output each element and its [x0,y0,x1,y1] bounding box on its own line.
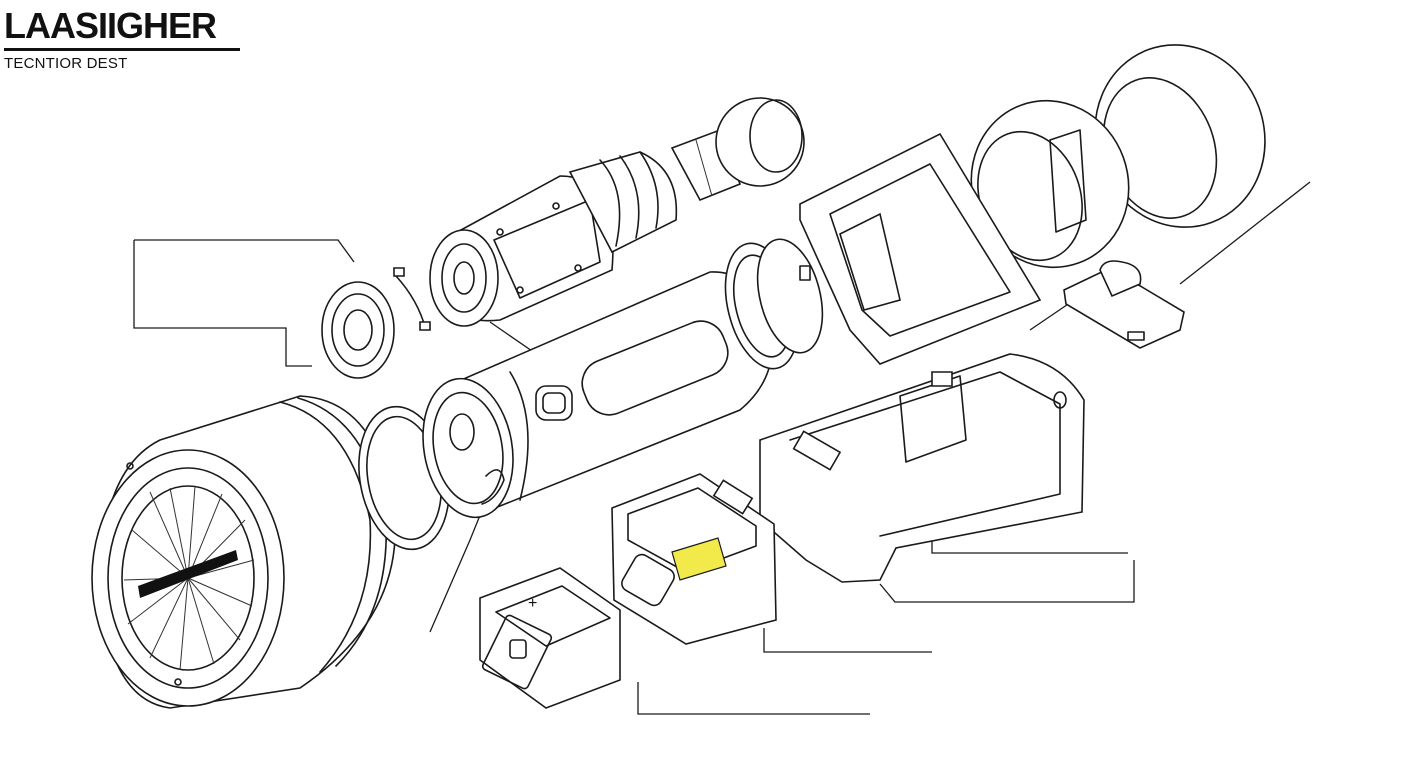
contact-cap [672,98,804,200]
driver-spring-ribs [570,152,676,252]
head-bezel-assembly [92,396,395,708]
tail-cap-assembly [714,232,834,376]
diagram-title: LAASIIGHER [4,5,217,46]
battery-plus-mark: + [528,595,537,612]
cell-yellow-contact [672,538,726,580]
frame-window [840,214,900,310]
housing-shell [760,354,1084,582]
leader-line-top-left [134,240,354,262]
battery-pack: + [480,568,620,708]
contact-cap-shell [716,98,804,186]
leader-line-bracket-left [134,240,312,366]
belt-clip [1064,261,1184,348]
reflector-highlight [138,550,238,598]
body-switch [536,386,572,420]
leader-line-housing-bottom [880,560,1134,602]
body-tube [413,272,773,525]
body-side-window [575,314,735,422]
cell-holder [612,474,776,644]
head-ribbed-collar [280,402,370,672]
spring-clip-and-lens [322,268,430,378]
reflector-lines [124,486,254,670]
battery-housing [760,354,1084,582]
body-tube-seam [510,372,528,500]
leader-line-housing-right [932,540,1128,553]
mounting-frame [800,134,1040,364]
title-block: LAASIIGHER TECNTIOR DEST [4,6,244,73]
battery-pack-body [480,568,620,708]
driver-front-face [430,230,498,326]
end-caps [948,21,1290,290]
small-lens [322,282,394,378]
driver-module [430,152,676,326]
leader-line-cell [764,628,932,652]
tail-ring-b [747,232,833,359]
leader-line-right-diagonal [1180,182,1310,284]
leader-line-battery [638,682,870,714]
title-underline [4,48,240,51]
diagram-subtitle: TECNTIOR DEST [4,55,128,72]
